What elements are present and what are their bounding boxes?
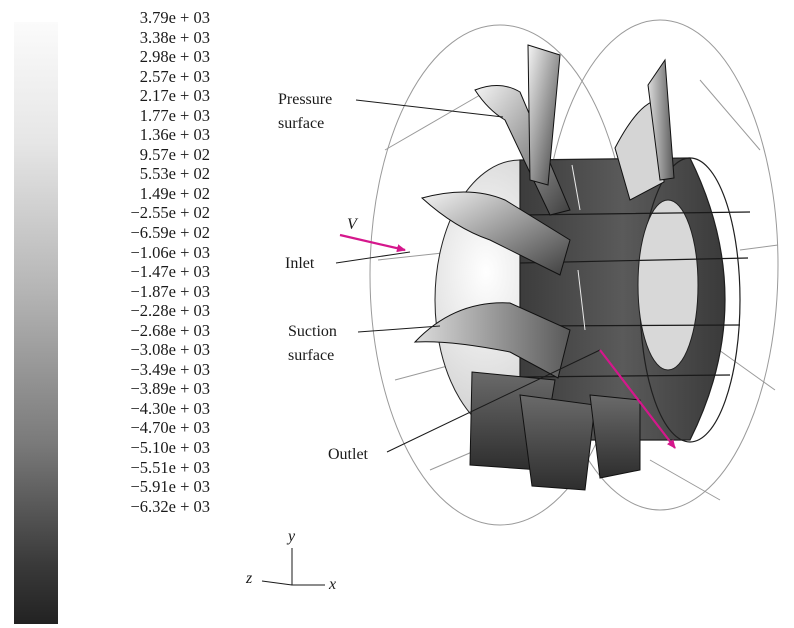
- colorbar-tick-label: 3.38e + 03: [139, 27, 210, 47]
- colorbar-tick-label: −4.70e + 03: [130, 418, 210, 438]
- colorbar-tick-label: 1.36e + 03: [139, 125, 210, 145]
- colorbar-tick-label: −1.87e + 03: [130, 281, 210, 301]
- leader-lines: [335, 99, 601, 453]
- colorbar-tick-label: 5.53e + 02: [139, 164, 210, 184]
- y-axis-label: y: [286, 528, 296, 545]
- colorbar-tick-label: −1.06e + 03: [130, 242, 210, 262]
- velocity-label: V: [347, 216, 359, 233]
- colorbar-tick-label: 3.79e + 03: [139, 8, 210, 27]
- colorbar-tick-label: −3.08e + 03: [130, 340, 210, 360]
- pressure-surface-label-line2: surface: [278, 115, 324, 132]
- colorbar-tick-label: −2.68e + 03: [130, 320, 210, 340]
- inlet-velocity-arrow: [339, 233, 406, 253]
- colorbar-tick-label: −5.91e + 03: [130, 477, 210, 497]
- colorbar-tick-label: 2.17e + 03: [139, 86, 210, 106]
- colorbar-tick-label: −5.10e + 03: [130, 438, 210, 458]
- suction-surface-label-line1: Suction: [288, 323, 337, 340]
- colorbar-tick-label: −1.47e + 03: [130, 262, 210, 282]
- outlet-velocity-arrow: [599, 349, 676, 449]
- colorbar-tick-label: 9.57e + 02: [139, 144, 210, 164]
- outlet-label: Outlet: [328, 446, 369, 463]
- coordinate-axes: [261, 548, 325, 586]
- z-axis-label: z: [245, 570, 253, 587]
- suction-surface-label-line2: surface: [288, 347, 334, 364]
- pressure-colorbar: [14, 22, 58, 624]
- x-axis-label: x: [328, 576, 336, 593]
- colorbar-tick-label: 1.49e + 02: [139, 183, 210, 203]
- colorbar-tick-label: 2.57e + 03: [139, 66, 210, 86]
- colorbar-tick-label: −2.28e + 03: [130, 301, 210, 321]
- colorbar-tick-label: −4.30e + 03: [130, 398, 210, 418]
- colorbar-tick-label: −2.55e + 02: [130, 203, 210, 223]
- colorbar-tick-label: −5.51e + 03: [130, 457, 210, 477]
- pressure-surface-label-line1: Pressure: [278, 91, 332, 108]
- colorbar-tick-label: −6.59e + 02: [130, 223, 210, 243]
- colorbar-tick-label: −6.32e + 03: [130, 496, 210, 516]
- colorbar-tick-label: −3.89e + 03: [130, 379, 210, 399]
- colorbar-tick-label: −3.49e + 03: [130, 359, 210, 379]
- colorbar-tick-label: 1.77e + 03: [139, 105, 210, 125]
- blades: [413, 44, 675, 491]
- inlet-label: Inlet: [285, 255, 315, 272]
- colorbar-tick-label: 2.98e + 03: [139, 47, 210, 67]
